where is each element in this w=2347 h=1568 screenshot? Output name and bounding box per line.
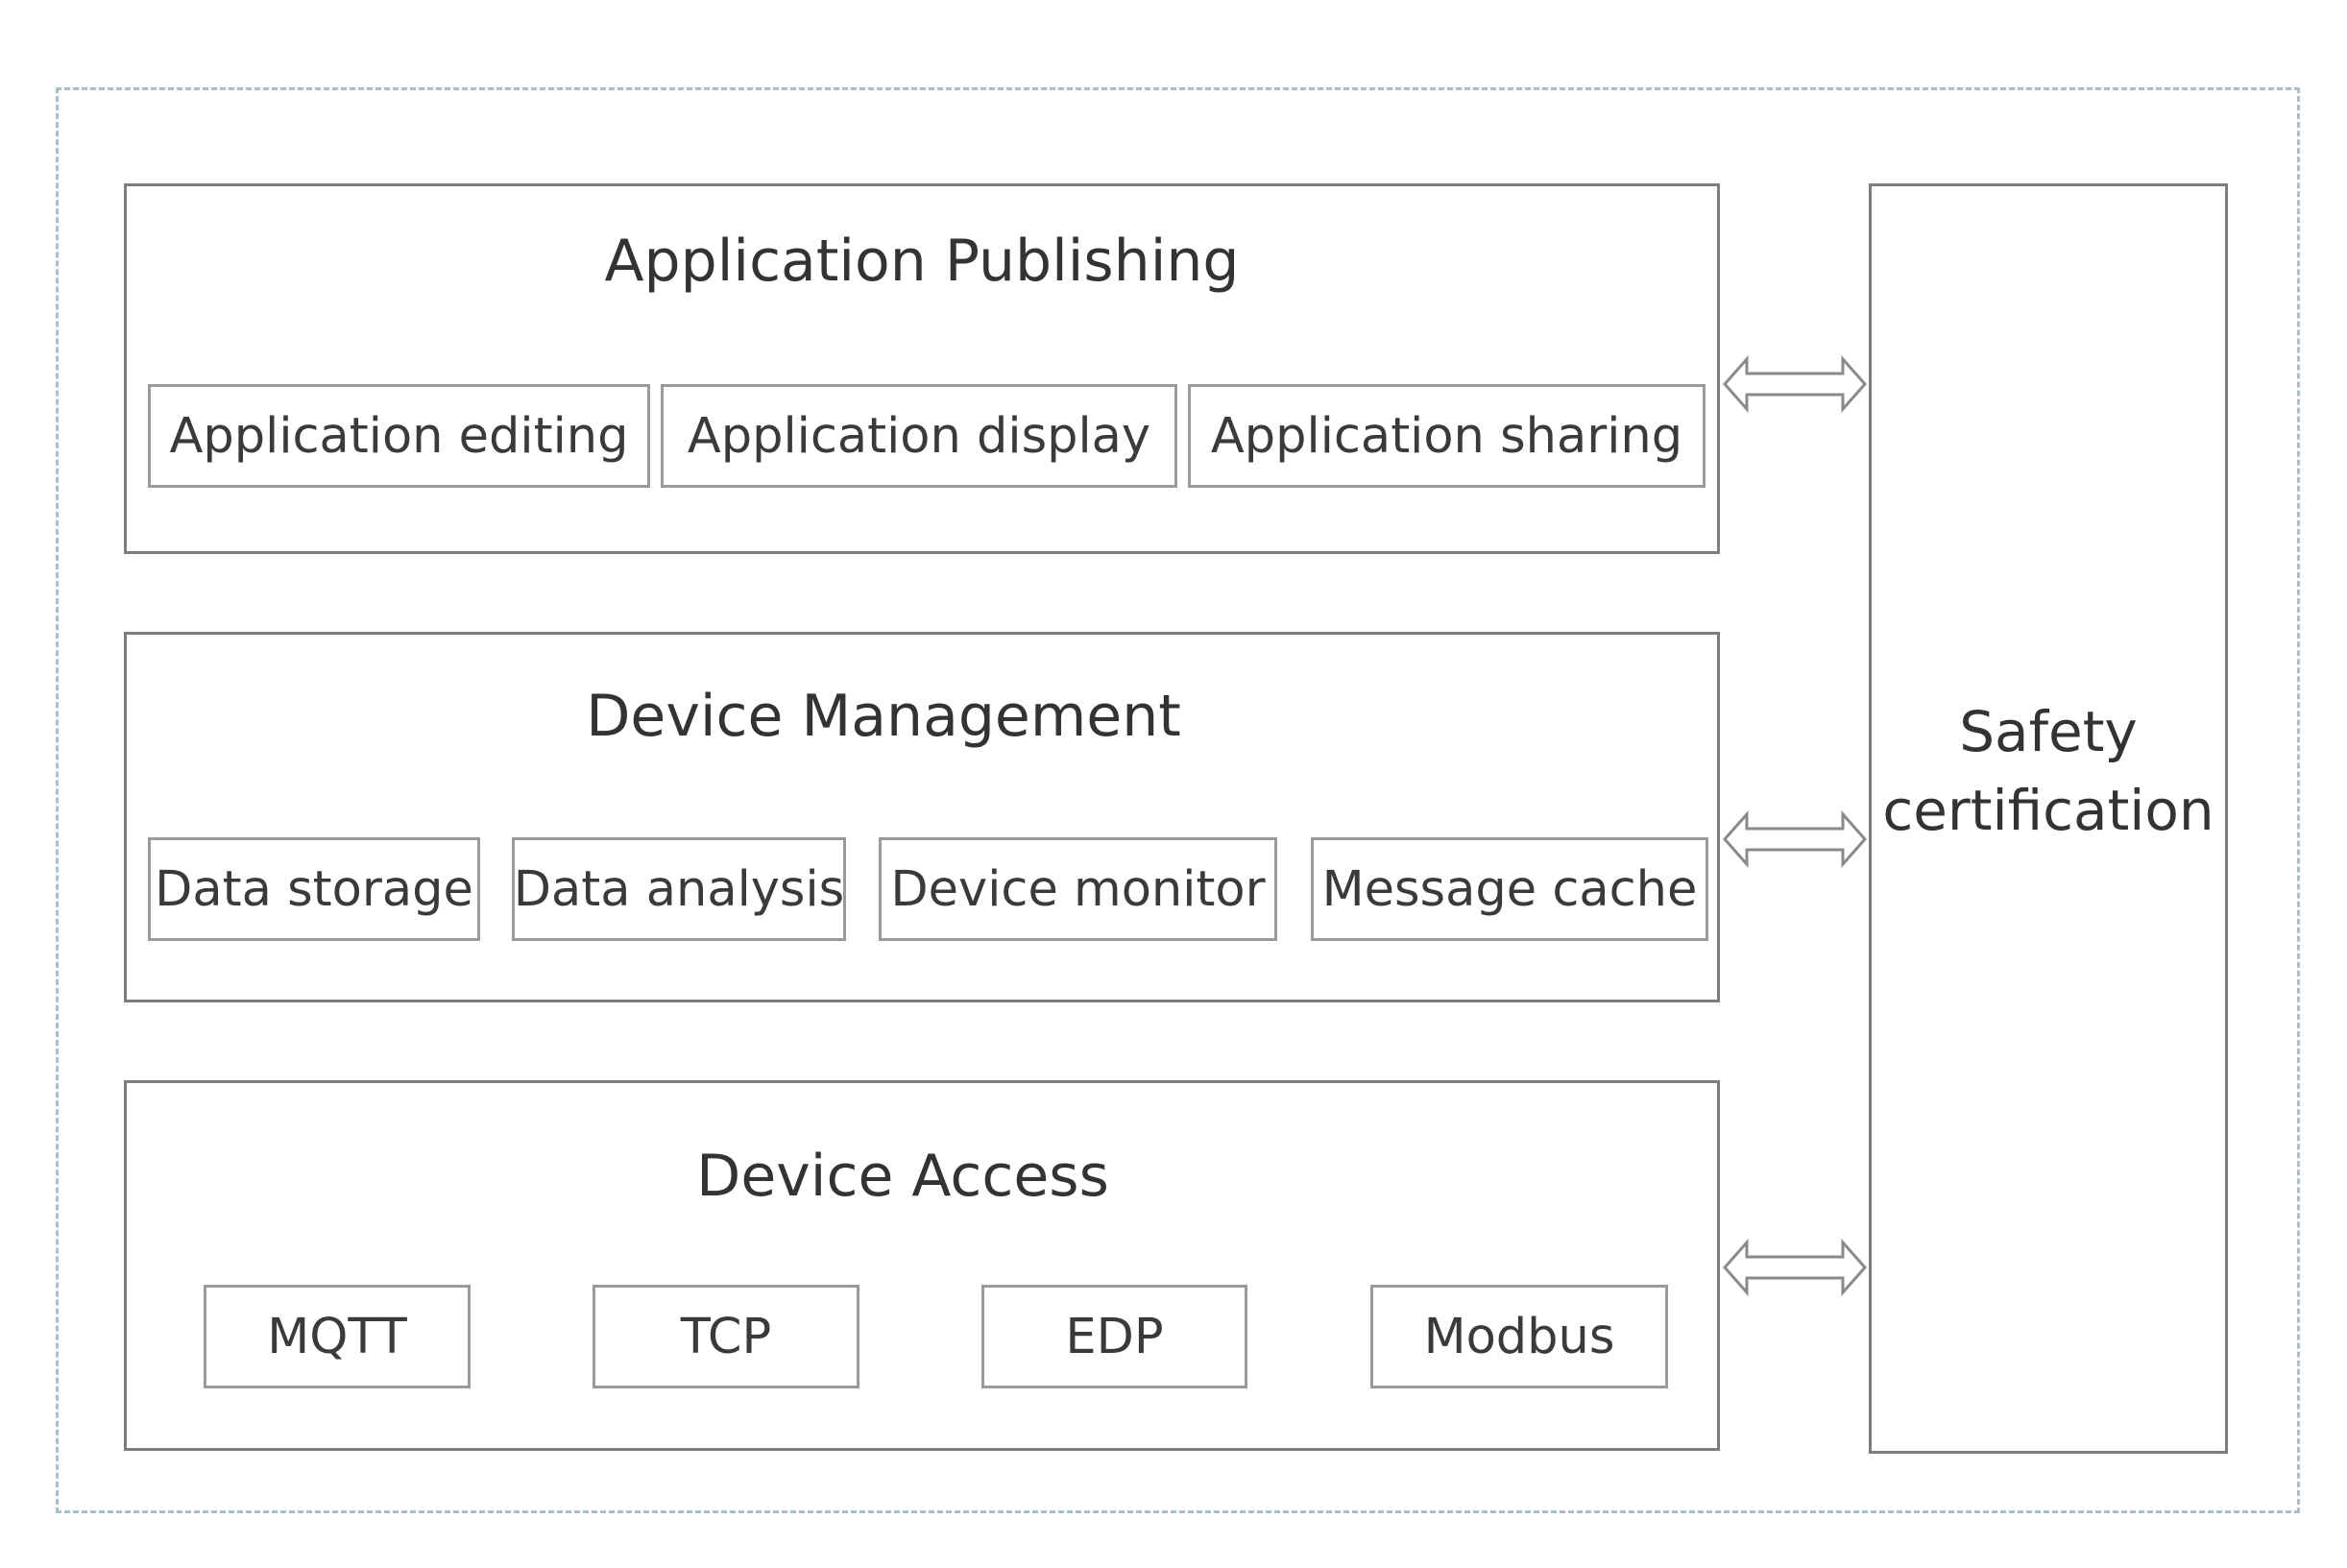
module-data-storage: Data storage — [148, 837, 480, 941]
layer-device-management: Device Management Data storage Data anal… — [124, 632, 1720, 1002]
module-edp: EDP — [981, 1285, 1247, 1388]
layer-device-access: Device Access MQTT TCP EDP Modbus — [124, 1080, 1720, 1451]
safety-certification-label: Safety certification — [1882, 698, 2214, 843]
layer-title: Device Management — [586, 683, 1181, 750]
double-arrow-icon — [1722, 1239, 1868, 1296]
layer-title: Application Publishing — [604, 228, 1240, 295]
module-device-monitor: Device monitor — [879, 837, 1277, 941]
module-application-editing: Application editing — [148, 384, 650, 488]
outer-dashed-frame — [56, 87, 2300, 1513]
module-data-analysis: Data analysis — [512, 837, 846, 941]
module-mqtt: MQTT — [204, 1285, 471, 1388]
safety-certification-box: Safety certification — [1869, 183, 2228, 1454]
layer-title: Device Access — [696, 1143, 1109, 1210]
layer-application-publishing: Application Publishing Application editi… — [124, 183, 1720, 554]
module-application-sharing: Application sharing — [1188, 384, 1706, 488]
module-message-cache: Message cache — [1311, 837, 1708, 941]
module-modbus: Modbus — [1370, 1285, 1668, 1388]
double-arrow-icon — [1722, 355, 1868, 413]
double-arrow-icon — [1722, 810, 1868, 868]
module-application-display: Application display — [661, 384, 1177, 488]
module-tcp: TCP — [593, 1285, 859, 1388]
